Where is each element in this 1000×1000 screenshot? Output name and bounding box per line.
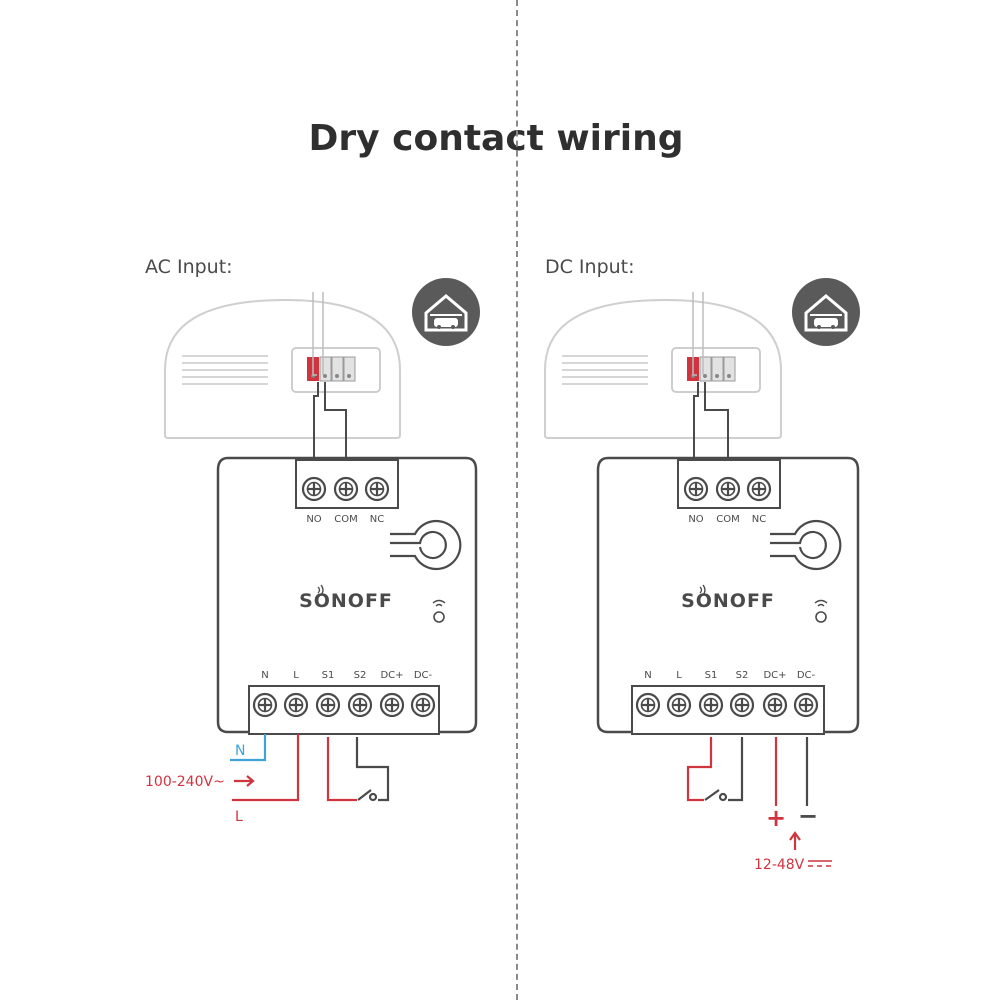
page-title: Dry contact wiring bbox=[308, 118, 684, 159]
dc-current-icon bbox=[808, 860, 832, 867]
dc-receiver-vents bbox=[562, 355, 648, 385]
ac-panel: NO COM NC SONOFF N L S1 S2 DC+ DC- bbox=[145, 278, 480, 825]
ac-receiver-vents bbox=[182, 355, 268, 385]
dc-input-wires bbox=[686, 737, 809, 850]
dc-mount-clip bbox=[770, 519, 842, 571]
ac-line-label: L bbox=[235, 809, 243, 825]
dc-minus-label: − bbox=[798, 802, 818, 830]
dc-top-label-no: NO bbox=[688, 514, 703, 525]
ac-top-label-com: COM bbox=[334, 514, 357, 525]
ac-brand-logo: SONOFF bbox=[299, 590, 393, 612]
ac-bottom-label-n: N bbox=[261, 670, 268, 681]
dc-relay-wires bbox=[692, 292, 729, 470]
panel-divider bbox=[516, 0, 518, 1000]
garage-door-icon bbox=[412, 278, 480, 346]
dc-top-label-com: COM bbox=[716, 514, 739, 525]
ac-mount-clip bbox=[390, 519, 462, 571]
ac-bottom-label-s1: S1 bbox=[322, 670, 335, 681]
ac-bottom-label-l: L bbox=[293, 670, 299, 681]
ac-input-label: AC Input: bbox=[145, 256, 233, 278]
dc-garage-door-icon bbox=[792, 278, 860, 346]
dc-wifi-icon bbox=[814, 599, 828, 623]
dc-bottom-label-n: N bbox=[644, 670, 651, 681]
dc-top-label-nc: NC bbox=[752, 514, 766, 525]
ac-bottom-label-dcplus: DC+ bbox=[380, 670, 403, 681]
dc-receiver-housing bbox=[544, 298, 782, 439]
dc-bottom-label-s2: S2 bbox=[736, 670, 749, 681]
dc-bottom-label-s1: S1 bbox=[705, 670, 718, 681]
ac-receiver-housing bbox=[164, 298, 401, 439]
ac-neutral-label: N bbox=[235, 743, 245, 759]
dc-bottom-label-dcminus: DC- bbox=[797, 670, 816, 681]
dc-voltage-label: 12-48V bbox=[754, 857, 805, 873]
dc-bottom-label-dcplus: DC+ bbox=[763, 670, 786, 681]
dc-input-label: DC Input: bbox=[545, 256, 635, 278]
ac-top-label-nc: NC bbox=[370, 514, 384, 525]
dc-panel: NO COM NC SONOFF N L S1 S2 DC+ DC- bbox=[544, 278, 860, 873]
dc-bottom-label-l: L bbox=[676, 670, 682, 681]
ac-input-wires bbox=[230, 734, 390, 802]
ac-wifi-icon bbox=[432, 599, 446, 623]
dc-brand-wifi-icon bbox=[699, 584, 706, 596]
ac-device-body bbox=[216, 456, 478, 734]
dc-plus-label: + bbox=[766, 804, 786, 832]
ac-bottom-label-s2: S2 bbox=[354, 670, 367, 681]
ac-bottom-label-dcminus: DC- bbox=[414, 670, 433, 681]
ac-relay-wires bbox=[312, 292, 347, 470]
dc-brand-logo: SONOFF bbox=[681, 590, 775, 612]
dc-device-body bbox=[596, 456, 860, 734]
ac-voltage-label: 100-240V~ bbox=[145, 774, 225, 790]
ac-brand-wifi-icon bbox=[317, 584, 324, 596]
ac-top-label-no: NO bbox=[306, 514, 321, 525]
